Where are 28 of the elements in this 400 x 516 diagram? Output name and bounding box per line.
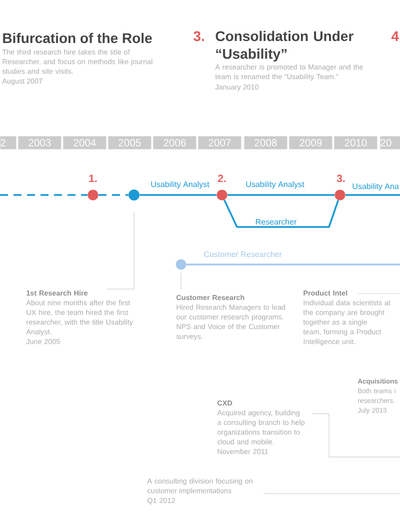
timeline-line (140, 194, 216, 196)
milestone-number: 2. (218, 174, 226, 182)
line-label: Usability Analyst (246, 181, 304, 189)
timeline-dot (88, 190, 98, 200)
section-number: 3. (194, 31, 204, 42)
timeline-line (186, 264, 400, 266)
milestone-number: 3. (336, 174, 345, 182)
leader-line (358, 293, 400, 294)
section-heading: Consolidation Under “Usability” (216, 30, 354, 62)
section-number: 4 (391, 31, 399, 41)
timeline-line (0, 194, 88, 196)
timeline-dot (216, 190, 228, 200)
timeline-dot (334, 190, 346, 200)
timeline-line (346, 194, 400, 196)
line-label: Usability Ana (352, 183, 399, 191)
timeline-line (228, 194, 334, 196)
timeline-dot (128, 190, 140, 200)
leader-line (106, 212, 134, 290)
line-label: Usability Analyst (151, 181, 210, 189)
timeline-dot (176, 259, 186, 270)
line-label: Customer Researcher (204, 251, 282, 258)
timeline-line (224, 200, 340, 228)
leader-line (263, 493, 400, 494)
line-label: Researcher (256, 218, 297, 225)
section-heading: Bifurcation of the Role (3, 32, 152, 44)
leader-line (312, 413, 400, 458)
milestone-number: 1. (89, 174, 97, 182)
timeline-line (98, 194, 128, 196)
